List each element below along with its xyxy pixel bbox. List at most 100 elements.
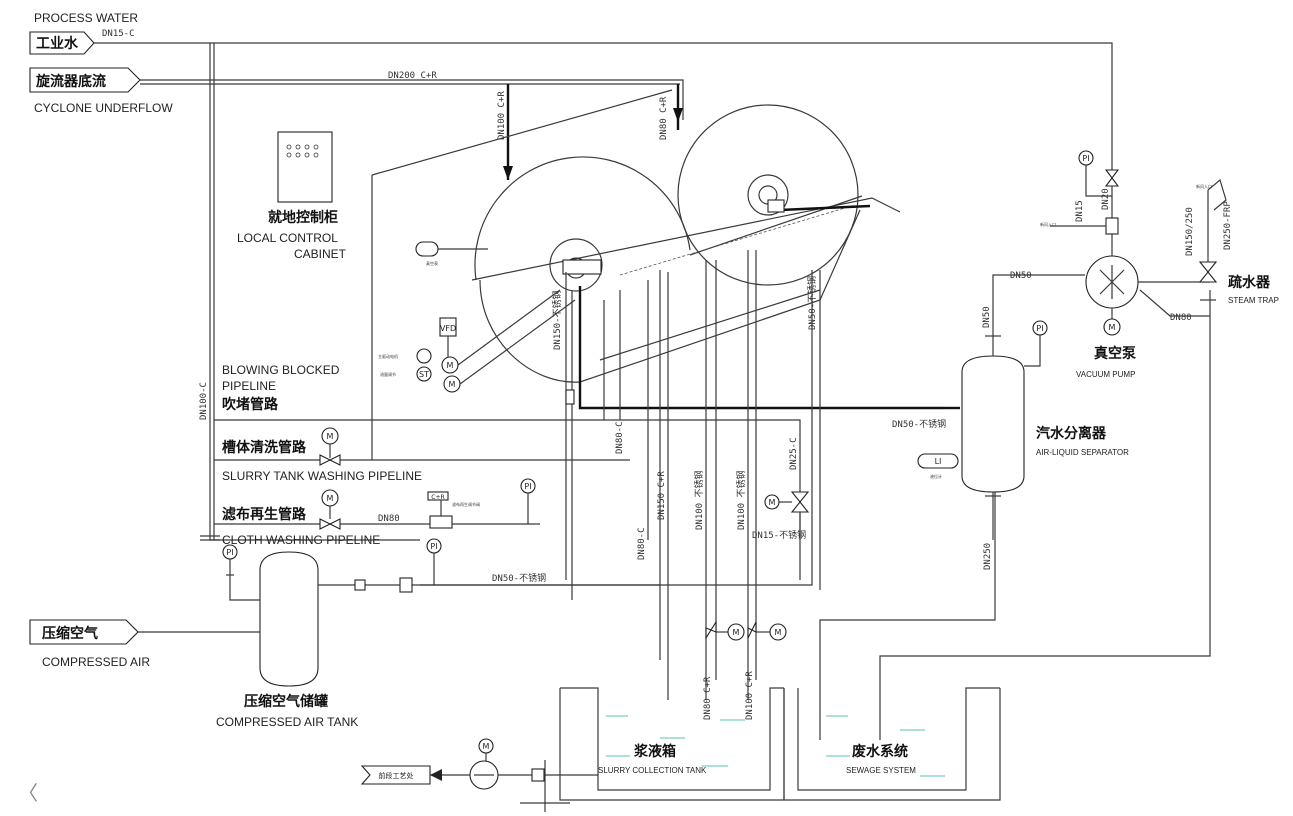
cloth-wash-label-en: CLOTH WASHING PIPELINE — [222, 533, 380, 547]
svg-text:M: M — [447, 361, 454, 370]
speed-transmitter-st: ST — [416, 348, 432, 382]
drive-motor: M — [441, 356, 459, 374]
process-water-inlet: 工业水 — [29, 31, 95, 55]
dn100c-header-pipe — [209, 43, 420, 541]
svg-text:ST: ST — [419, 370, 429, 379]
svg-text:M: M — [1109, 323, 1116, 332]
svg-text:M: M — [327, 494, 334, 503]
steam-trap-label-cn: 疏水器 — [1228, 274, 1271, 291]
svg-text:PI: PI — [524, 482, 531, 491]
vacuum-pump-label-cn: 真空泵 — [1094, 345, 1136, 362]
svg-text:真空表: 真空表 — [426, 260, 438, 266]
process-water-label-cn: 工业水 — [36, 35, 79, 52]
pipe-label-dn25c: DN25-C — [789, 437, 799, 470]
process-water-label-en: PROCESS WATER — [34, 11, 138, 25]
pipe-label-dn250: DN250 — [983, 543, 993, 570]
svg-text:C+R: C+R — [431, 494, 444, 501]
cyclone-underflow-inlet: 旋流器底流 — [29, 67, 141, 93]
svg-text:流量调节: 流量调节 — [380, 371, 396, 377]
compressed-air-label-en: COMPRESSED AIR — [42, 655, 150, 669]
sewage-label-cn: 废水系统 — [852, 743, 908, 760]
svg-text:PI: PI — [1082, 154, 1089, 163]
local-control-cabinet — [277, 131, 333, 203]
svg-text:M: M — [327, 432, 334, 441]
cloth-wash-flowmeter: C+R 滤布再生调节阀 — [427, 491, 480, 529]
local-control-label-en-1: LOCAL CONTROL — [237, 231, 338, 245]
svg-text:前段工艺处: 前段工艺处 — [379, 771, 414, 780]
separator-pi: PI — [1024, 320, 1048, 367]
svg-text:PI: PI — [1036, 324, 1043, 333]
vacuum-pump[interactable]: M — [1085, 255, 1139, 336]
svg-text:VFD: VFD — [440, 324, 456, 333]
vacuum-filter-body — [371, 89, 901, 460]
pipe-label-dn150cr: DN150 C+R — [657, 471, 667, 520]
drive-motor-2: M — [443, 375, 461, 393]
blowing-label-en-1: BLOWING BLOCKED — [222, 363, 340, 377]
vacuum-pump-pi: PI — [1078, 150, 1112, 197]
separator-level-gauge: LI 液位计 — [917, 453, 959, 479]
pipe-label-dn80c-v: DN80-C — [637, 527, 647, 560]
svg-text:液位计: 液位计 — [930, 473, 942, 479]
svg-text:PI: PI — [226, 548, 233, 557]
steam-trap-label-en: STEAM TRAP — [1228, 296, 1279, 305]
pipe-label-dn100c: DN100-C — [199, 382, 209, 420]
pipe-label-dn100-cr2: DN100 C+R — [745, 671, 755, 720]
svg-text:M: M — [769, 498, 776, 507]
pipe-label-dn50-b: DN50 — [1010, 271, 1032, 281]
pipe-label-dn150-v: DN150-不锈钢 — [551, 290, 563, 350]
svg-text:新风入口: 新风入口 — [1040, 221, 1056, 227]
slurry-valve-1[interactable]: M — [705, 620, 745, 641]
pipe-label-dn50-a: DN50 — [982, 306, 992, 328]
separator-label-en: AIR-LIQUID SEPARATOR — [1036, 448, 1129, 457]
vacuum-pump-label-en: VACUUM PUMP — [1076, 370, 1135, 379]
cyclone-underflow-label-en: CYCLONE UNDERFLOW — [34, 101, 173, 115]
pipe-label-dn250-frp: DN250-FRP — [1223, 201, 1233, 250]
cloth-wash-motor-valve[interactable]: M — [319, 489, 341, 530]
svg-text:M: M — [449, 380, 456, 389]
compressed-air-tank — [259, 551, 319, 687]
local-control-label-cn: 就地控制柜 — [268, 209, 338, 226]
slurry-wash-motor-valve[interactable]: M — [319, 427, 341, 466]
cyclone-underflow-label-cn: 旋流器底流 — [35, 73, 106, 90]
back-chevron-icon[interactable]: 〈 — [18, 781, 38, 805]
pipe-label-dn50-v: DN50-不锈钢 — [806, 276, 818, 330]
svg-text:滤布再生调节阀: 滤布再生调节阀 — [452, 501, 480, 507]
cyclone-underflow-pipe — [140, 79, 684, 120]
sewage-tank — [783, 687, 1001, 801]
pipe-label-dn80-cr2: DN80 C+R — [703, 676, 713, 720]
air-tank-pi: PI — [222, 544, 260, 601]
svg-text:PI: PI — [430, 542, 437, 551]
pipe-label-dn80-r: DN80 — [1170, 313, 1192, 323]
air-tank-label-en: COMPRESSED AIR TANK — [216, 715, 358, 729]
dn25-motor-valve[interactable]: M — [764, 491, 810, 513]
blowing-label-en-2: PIPELINE — [222, 379, 276, 393]
sewage-label-en: SEWAGE SYSTEM — [846, 766, 916, 775]
separator-label-cn: 汽水分离器 — [1036, 425, 1107, 442]
cloth-wash-pi: PI — [520, 478, 536, 524]
svg-text:M: M — [775, 628, 782, 637]
compressed-air-label-cn: 压缩空气 — [42, 625, 98, 642]
air-liquid-separator — [961, 355, 1025, 493]
svg-text:主驱动电机: 主驱动电机 — [378, 353, 398, 359]
vacuum-pump-inlet-valves[interactable] — [1104, 169, 1120, 235]
pipe-label-dn20: DN20 — [1101, 188, 1111, 210]
pipe-label-dn15ss: DN15-不锈钢 — [752, 529, 806, 541]
svg-text:M: M — [733, 628, 740, 637]
pipe-label-dn100-ss2: DN100 不锈钢 — [735, 470, 747, 530]
svg-text:新风入口: 新风入口 — [1196, 183, 1212, 189]
outlet-pump[interactable]: M — [469, 738, 499, 790]
pipe-label-dn200: DN200 C+R — [388, 71, 437, 81]
pipe-label-dn15: DN15 — [1075, 200, 1085, 222]
vfd-indicator: VFD — [439, 317, 457, 337]
local-control-label-en-2: CABINET — [294, 247, 347, 261]
vacuum-main-pipe — [578, 286, 945, 410]
blowing-label-cn: 吹堵管路 — [222, 396, 279, 413]
slurry-wash-label-en: SLURRY TANK WASHING PIPELINE — [222, 469, 422, 483]
pipe-label-dn80c: DN80-C — [615, 421, 625, 454]
pipe-label-dn100-cr: DN100 C+R — [497, 91, 507, 140]
pipe-label-dn150-250: DN150/250 — [1185, 207, 1195, 256]
slurry-valve-2[interactable]: M — [747, 621, 787, 641]
pipe-label-dn80: DN80 — [378, 514, 400, 524]
steam-trap[interactable] — [1198, 261, 1218, 301]
